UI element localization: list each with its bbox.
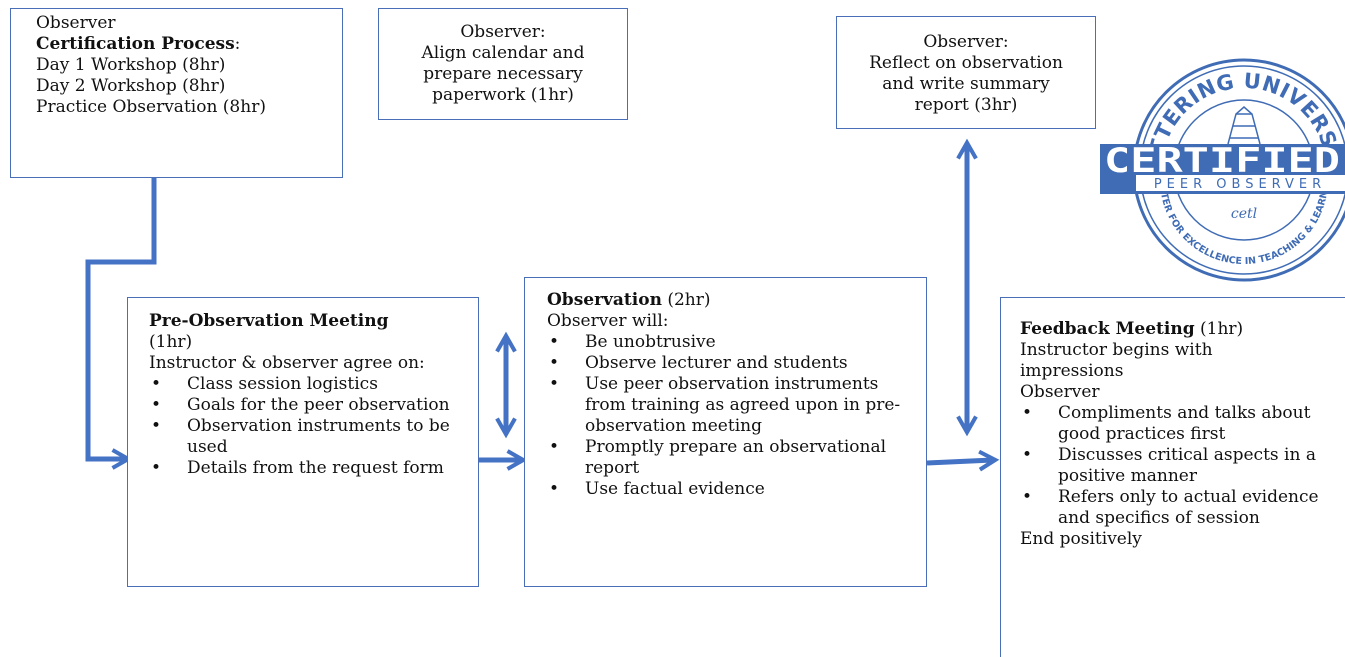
reflect-line-4: report (3hr) [914, 95, 1018, 115]
list-item: Use peer observation instruments from tr… [547, 374, 908, 437]
certified-peer-observer-seal: KETTERING UNIVERSITY CENTER FOR EXCELLEN… [1100, 52, 1345, 282]
obs-heading: Observation (2hr) [547, 290, 711, 310]
pre-intro: Instructor & observer agree on: [149, 353, 425, 373]
tower-icon [1227, 106, 1261, 145]
align-line-4: paperwork (1hr) [432, 85, 574, 105]
feedback-meeting-box: Feedback Meeting (1hr) Instructor begins… [1000, 297, 1345, 657]
cert-observer-label: Observer [36, 13, 116, 33]
cert-item-day2: Day 2 Workshop (8hr) [36, 76, 226, 96]
pre-duration: (1hr) [149, 332, 193, 352]
feedback-line-2: impressions [1020, 361, 1124, 381]
cert-item-practice: Practice Observation (8hr) [36, 97, 266, 117]
seal-certified-text: CERTIFIED [1104, 141, 1340, 181]
feedback-line-3: Observer [1020, 382, 1100, 402]
reflect-line-3: and write summary [882, 74, 1050, 94]
list-item: Refers only to actual evidence and speci… [1020, 487, 1333, 529]
list-item: Promptly prepare an observational report [547, 437, 908, 479]
list-item: Use factual evidence [547, 479, 908, 500]
pre-observation-meeting-box: Pre-Observation Meeting (1hr) Instructor… [127, 297, 479, 587]
list-item: Be unobtrusive [547, 332, 908, 353]
reflect-line-1: Observer: [923, 32, 1009, 52]
cert-to-pre-arrow [85, 178, 157, 470]
list-item: Observe lecturer and students [547, 353, 908, 374]
cert-item-day1: Day 1 Workshop (8hr) [36, 55, 226, 75]
align-line-1: Observer: [460, 22, 546, 42]
list-item: Class session logistics [149, 374, 464, 395]
seal-band-text: PEER OBSERVER [1154, 177, 1326, 192]
reflect-line-2: Reflect on observation [869, 53, 1063, 73]
obs-intro: Observer will: [547, 311, 669, 331]
align-line-2: Align calendar and [421, 43, 585, 63]
list-item: Observation instruments to be used [149, 416, 464, 458]
feedback-line-1: Instructor begins with [1020, 340, 1213, 360]
pre-heading: Pre-Observation Meeting [149, 311, 389, 331]
reflect-summary-box: Observer: Reflect on observation and wri… [836, 16, 1096, 129]
feedback-items-list: Compliments and talks about good practic… [1020, 403, 1333, 529]
seal-script-text: cetl [1231, 206, 1257, 222]
cert-heading: Certification Process: [36, 34, 241, 54]
list-item: Details from the request form [149, 458, 464, 479]
certification-process-box: Observer Certification Process: Day 1 Wo… [10, 8, 343, 178]
obs-to-feedback-arrow [926, 449, 1000, 472]
align-line-3: prepare necessary [423, 64, 583, 84]
list-item: Goals for the peer observation [149, 395, 464, 416]
pre-items-list: Class session logistics Goals for the pe… [149, 374, 464, 479]
feedback-closing: End positively [1020, 529, 1142, 549]
list-item: Discusses critical aspects in a positive… [1020, 445, 1333, 487]
list-item: Compliments and talks about good practic… [1020, 403, 1333, 445]
align-calendar-box: Observer: Align calendar and prepare nec… [378, 8, 628, 120]
obs-items-list: Be unobtrusive Observe lecturer and stud… [547, 332, 908, 500]
observation-box: Observation (2hr) Observer will: Be unob… [524, 277, 927, 587]
feedback-heading: Feedback Meeting (1hr) [1020, 319, 1244, 339]
